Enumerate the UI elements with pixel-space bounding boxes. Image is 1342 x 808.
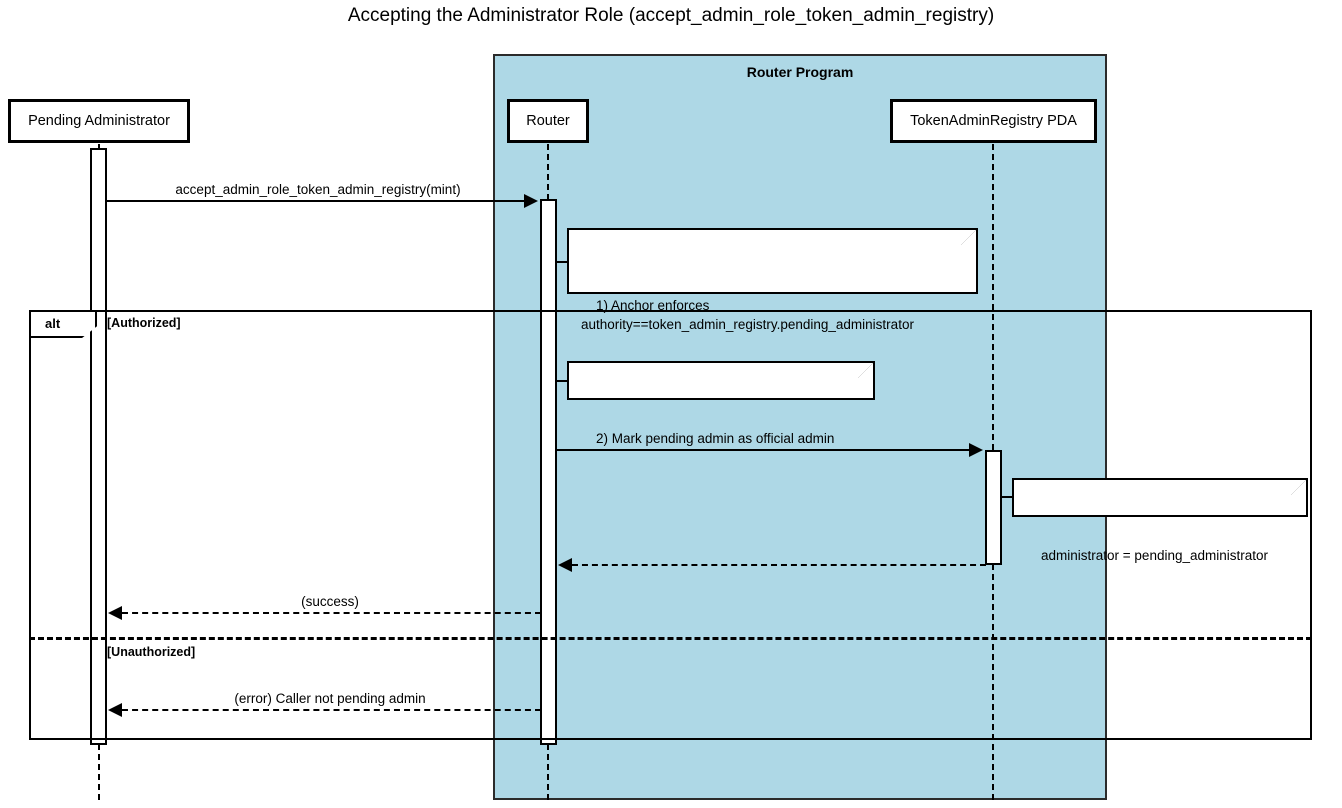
note-administrator-assign: administrator = pending_administrator: [1012, 478, 1308, 563]
activation-token-admin-registry-pda: [985, 450, 1002, 565]
message-arrowhead-registry-return: [558, 558, 572, 572]
participant-router[interactable]: Router: [507, 99, 589, 143]
note-mark-pending-admin-text: 2) Mark pending admin as official admin: [596, 430, 835, 446]
alt-fragment-operator: alt: [45, 316, 61, 331]
alt-fragment-tab: [29, 310, 97, 338]
message-line-registry-return: [572, 564, 986, 566]
message-label-success: (success): [301, 594, 359, 609]
note-anchor-enforces: 1) Anchor enforces authority==token_admi…: [567, 228, 978, 332]
message-label-error: (error) Caller not pending admin: [234, 691, 426, 706]
participant-token-admin-registry-pda[interactable]: TokenAdminRegistry PDA: [890, 99, 1097, 143]
message-line-success: [122, 612, 541, 614]
note-connector-anchor-enforces: [557, 261, 569, 263]
message-line-error: [122, 709, 541, 711]
note-connector-mark-pending-admin: [557, 380, 569, 382]
participant-pending-administrator-label: Pending Administrator: [28, 113, 170, 129]
alt-fragment-divider: [29, 637, 1312, 640]
note-mark-pending-admin: 2) Mark pending admin as official admin: [567, 361, 875, 446]
alt-guard-unauthorized: [Unauthorized]: [107, 645, 196, 659]
note-fold-inner: [858, 363, 873, 378]
message-line-set-administrator: [556, 449, 969, 451]
message-line-accept-admin-role: [107, 200, 524, 202]
participant-router-label: Router: [526, 113, 570, 129]
message-label-accept-admin-role: accept_admin_role_token_admin_registry(m…: [175, 182, 461, 197]
participant-pending-administrator[interactable]: Pending Administrator: [8, 99, 190, 143]
note-administrator-assign-text: administrator = pending_administrator: [1041, 547, 1269, 563]
page-title: Accepting the Administrator Role (accept…: [347, 5, 995, 26]
message-arrowhead-success: [108, 606, 122, 620]
alt-guard-authorized: [Authorized]: [107, 316, 181, 330]
activation-pending-administrator: [90, 148, 107, 745]
message-arrowhead-set-administrator: [969, 443, 983, 457]
activation-router: [540, 199, 557, 745]
note-anchor-enforces-text: 1) Anchor enforces authority==token_admi…: [581, 297, 914, 333]
participant-token-admin-registry-pda-label: TokenAdminRegistry PDA: [910, 113, 1077, 129]
note-connector-administrator-assign: [1002, 496, 1014, 498]
note-fold-inner: [961, 230, 976, 245]
message-arrowhead-accept-admin-role: [524, 194, 538, 208]
note-fold-inner: [1291, 480, 1306, 495]
group-router-program-label: Router Program: [746, 64, 854, 80]
message-arrowhead-error: [108, 703, 122, 717]
group-router-program: Router Program: [493, 54, 1107, 800]
